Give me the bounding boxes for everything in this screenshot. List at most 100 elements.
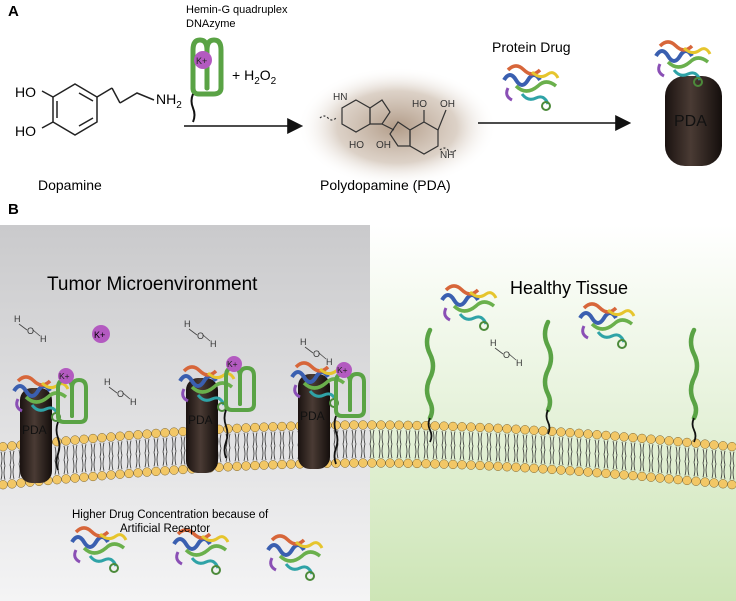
water-atom: H [516, 358, 523, 368]
receptor-k-ion: K+ [337, 365, 348, 375]
lipid-tail [540, 435, 546, 450]
lipid-head [475, 422, 485, 433]
lipid-head [115, 431, 125, 441]
lipid-head [250, 422, 260, 433]
lipid-tail [126, 454, 132, 469]
lipid-head [151, 466, 161, 477]
lipid-head [592, 468, 602, 478]
water-molecule: HOH [104, 377, 137, 407]
dopamine-name: Dopamine [38, 177, 102, 193]
lipid-head [0, 442, 8, 452]
lipid-tail [540, 449, 546, 464]
lipid-tail [378, 443, 384, 459]
lipid-tail [360, 443, 366, 459]
water-molecule: HOH [184, 319, 217, 349]
lipid-head [376, 458, 386, 468]
lipid-head [448, 459, 458, 470]
lipid-head [358, 420, 368, 430]
lipid-head [691, 438, 701, 448]
dnazyme-label-line2: DNAzyme [186, 18, 236, 30]
lipid-tail [405, 444, 411, 459]
lipid-tail [720, 450, 726, 465]
lipid-tail [387, 443, 393, 459]
lipid-head [592, 430, 602, 440]
lipid-head [538, 426, 548, 436]
lipid-tail [81, 444, 87, 459]
tumor-note-line1: Higher Drug Concentration because of [72, 509, 269, 521]
lipid-tail [594, 453, 600, 468]
lipid-tail [684, 447, 690, 462]
lipid-head [556, 427, 566, 437]
pda-atom-nh: NH [440, 150, 454, 161]
lipid-head [61, 436, 71, 446]
water-atom: H [300, 337, 307, 347]
water-atom: H [184, 319, 191, 329]
oxidant-h2o2: + H2O2 [232, 67, 277, 87]
lipid-head [286, 459, 296, 469]
lipid-head [349, 458, 359, 468]
lipid-head [601, 468, 611, 479]
pda-particle-label: PDA [674, 113, 707, 130]
lipid-head [268, 422, 278, 432]
lipid-tail [522, 448, 528, 463]
lipid-head [646, 434, 656, 444]
lipid-head [700, 477, 710, 487]
water-atom: H [490, 338, 497, 348]
lipid-tail [531, 435, 537, 450]
water-atom: O [27, 326, 34, 336]
lipid-head [331, 420, 341, 430]
water-atom: H [210, 339, 217, 349]
lipid-tail [576, 438, 582, 453]
lipid-head [97, 471, 107, 481]
lipid-head [610, 469, 620, 479]
lipid-tail [657, 458, 663, 474]
lipid-tail [576, 452, 582, 467]
lipid-tail [162, 451, 168, 466]
lipid-head [0, 480, 8, 490]
lipid-head [619, 432, 629, 442]
single-strand-dna [424, 327, 436, 443]
lipid-head [349, 420, 359, 430]
lipid-tail [396, 430, 402, 445]
lipid-tail [9, 464, 15, 479]
lipid-tail [252, 446, 258, 461]
lipid-tail [171, 451, 177, 466]
lipid-tail [567, 437, 573, 452]
lipid-tail [648, 444, 654, 459]
lipid-head [79, 472, 89, 482]
lipid-tail [486, 446, 492, 461]
lipid-tail [153, 438, 159, 453]
lipid-head [709, 440, 719, 450]
lipid-tail [90, 443, 96, 458]
lipid-tail [243, 446, 249, 462]
lipid-head [403, 420, 413, 430]
lipid-head [142, 429, 152, 439]
lipid-head [403, 458, 413, 468]
lipid-tail [270, 431, 276, 446]
lipid-head [286, 421, 296, 431]
lipid-head [367, 420, 377, 430]
lipid-tail [225, 447, 231, 462]
lipid-head [106, 470, 116, 480]
lipid-tail [495, 433, 501, 448]
healthy-dna-strands [424, 319, 700, 443]
water-atom: H [104, 377, 111, 387]
lipid-head [70, 473, 80, 483]
lipid-head [412, 420, 422, 431]
lipid-tail [414, 444, 420, 459]
pda-particle [665, 76, 722, 166]
receptor-k-ion: K+ [227, 359, 238, 369]
single-strand-dna [688, 327, 700, 443]
lipid-tail [135, 453, 141, 468]
lipid-tail [351, 443, 357, 459]
lipid-tail [729, 451, 735, 466]
lipid-head [529, 425, 539, 435]
lipid-tail [666, 445, 672, 460]
pda-atom-ho-2: HO [412, 99, 427, 110]
lipid-head [16, 478, 26, 488]
carrier-pda-label: PDA [300, 409, 325, 423]
lipid-tail [720, 464, 726, 479]
lipid-head [268, 460, 278, 470]
lipid-tail [171, 437, 177, 452]
